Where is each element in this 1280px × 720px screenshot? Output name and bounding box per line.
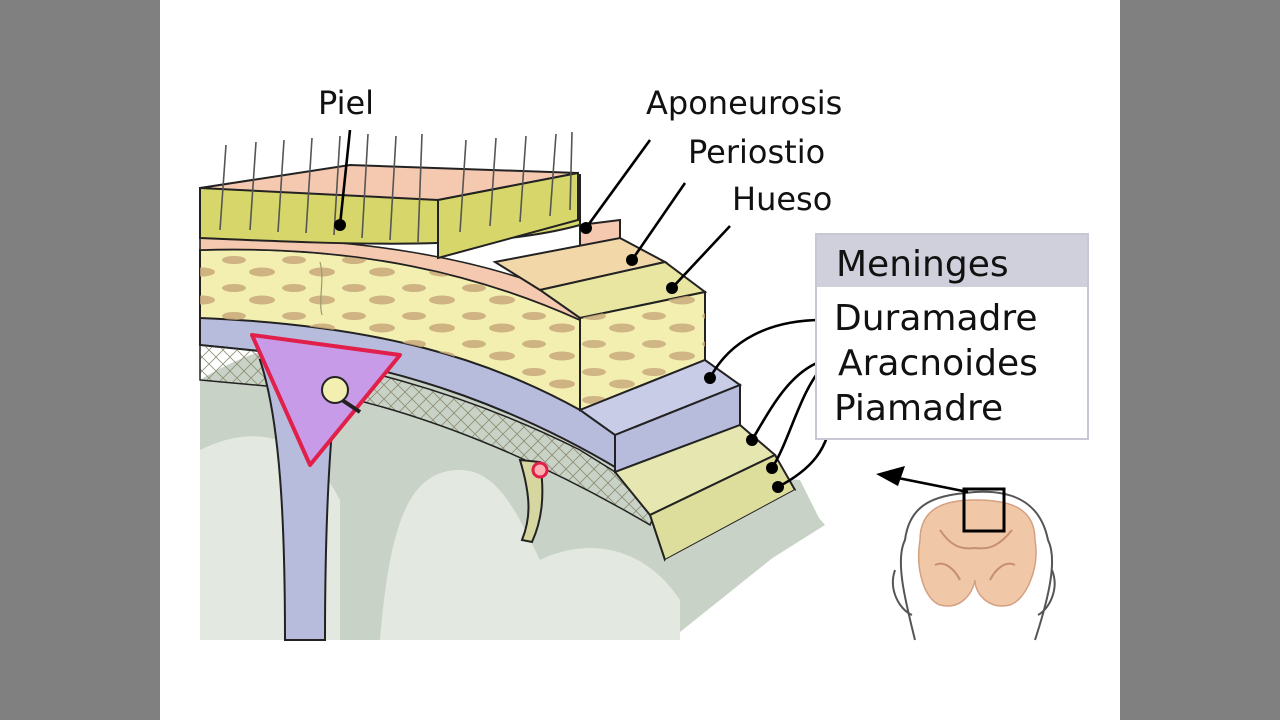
sulcus-fold xyxy=(518,458,544,544)
arachnoid-granulation xyxy=(321,376,349,404)
label-periosteum: Periostio xyxy=(688,133,825,171)
blood-vessel xyxy=(531,461,549,479)
label-skin: Piel xyxy=(318,84,374,122)
head-outline-icon xyxy=(892,490,1056,641)
skin-front xyxy=(437,171,579,260)
meninges-diagram: Piel Aponeurosis Periostio Hueso Meninge… xyxy=(199,84,1089,641)
meninges-legend: Meninges Duramadre Aracnoides Piamadre xyxy=(815,233,1089,440)
legend-title: Meninges xyxy=(836,244,1009,285)
label-aponeurosis: Aponeurosis xyxy=(646,84,842,122)
inset-indicator-box xyxy=(962,487,1006,533)
legend-item-dura: Duramadre xyxy=(834,298,1038,339)
legend-item-arachnoid: Aracnoides xyxy=(838,343,1038,384)
diagram-canvas: Piel Aponeurosis Periostio Hueso Meninge… xyxy=(160,0,1120,720)
inset-arrow-icon xyxy=(876,466,905,486)
label-bone: Hueso xyxy=(732,180,832,218)
hair-group xyxy=(219,131,573,243)
legend-item-pia: Piamadre xyxy=(834,388,1003,429)
brain-coronal-icon xyxy=(918,499,1037,607)
